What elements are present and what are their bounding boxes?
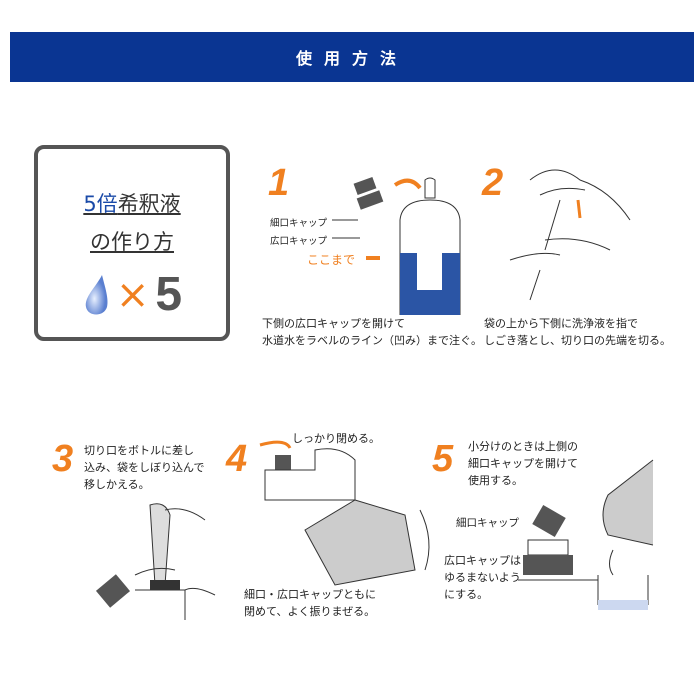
step-1-caption-l2: 水道水をラベルのライン（凹み）まで注ぐ。 xyxy=(262,334,482,347)
dilution-box: 5倍希釈液の作り方 × 5 xyxy=(34,145,230,341)
ratio: 5倍 xyxy=(83,192,118,216)
step-5-number: 5 xyxy=(432,438,454,480)
step-4-caption-l1: 細口・広口キャップともに xyxy=(244,588,376,601)
step-3-number: 3 xyxy=(52,438,74,480)
step-5-note-l1: 広口キャップは xyxy=(444,554,521,567)
page-header: 使用方法 xyxy=(10,32,694,82)
bottle-fill-illustration xyxy=(332,176,461,315)
multiplier: 5 xyxy=(155,268,183,321)
small-cap-label-5: 細口キャップ xyxy=(456,517,519,529)
step-5-caption-l2: 細口キャップを開けて xyxy=(468,457,578,470)
fill-line-label: ここまで xyxy=(307,253,356,267)
squeeze-bag-hands-illustration xyxy=(509,169,631,301)
small-cap-label: 細口キャップ xyxy=(270,218,328,229)
step-1-caption-l1: 下側の広口キャップを開けて xyxy=(262,317,405,330)
step-3-caption-l3: 移しかえる。 xyxy=(84,478,150,491)
step-5-note-l3: にする。 xyxy=(444,588,489,601)
step-2-number: 2 xyxy=(482,162,504,204)
times-sign: × xyxy=(115,271,150,318)
title-line2: の作り方 xyxy=(90,230,174,254)
step-5-caption-l3: 使用する。 xyxy=(468,474,523,487)
step-3-caption-l2: 込み、袋をしぼり込んで xyxy=(84,461,205,474)
step-3-caption-l1: 切り口をボトルに差し xyxy=(84,444,194,457)
header-title: 使用方法 xyxy=(295,49,408,68)
pour-small-illustration xyxy=(518,459,654,610)
step-1-number: 1 xyxy=(268,162,290,204)
step-2-caption-l2: しごき落とし、切り口の先端を切る。 xyxy=(484,334,671,347)
step-2-caption-l1: 袋の上から下側に洗浄液を指で xyxy=(484,317,638,330)
close-label: しっかり閉める。 xyxy=(292,432,380,445)
step-5-caption-l1: 小分けのときは上側の xyxy=(468,440,578,453)
pour-bag-illustration xyxy=(95,503,216,620)
wide-cap-label: 広口キャップ xyxy=(270,236,328,247)
step-4-number: 4 xyxy=(226,438,248,480)
step-5-note-l2: ゆるまないよう xyxy=(444,571,521,584)
step-4-caption-l2: 閉めて、よく振りまぜる。 xyxy=(244,605,376,618)
shake-bottle-illustration xyxy=(259,440,430,586)
title-rest: 希釈液 xyxy=(117,192,181,216)
water-drop-icon xyxy=(85,274,108,314)
